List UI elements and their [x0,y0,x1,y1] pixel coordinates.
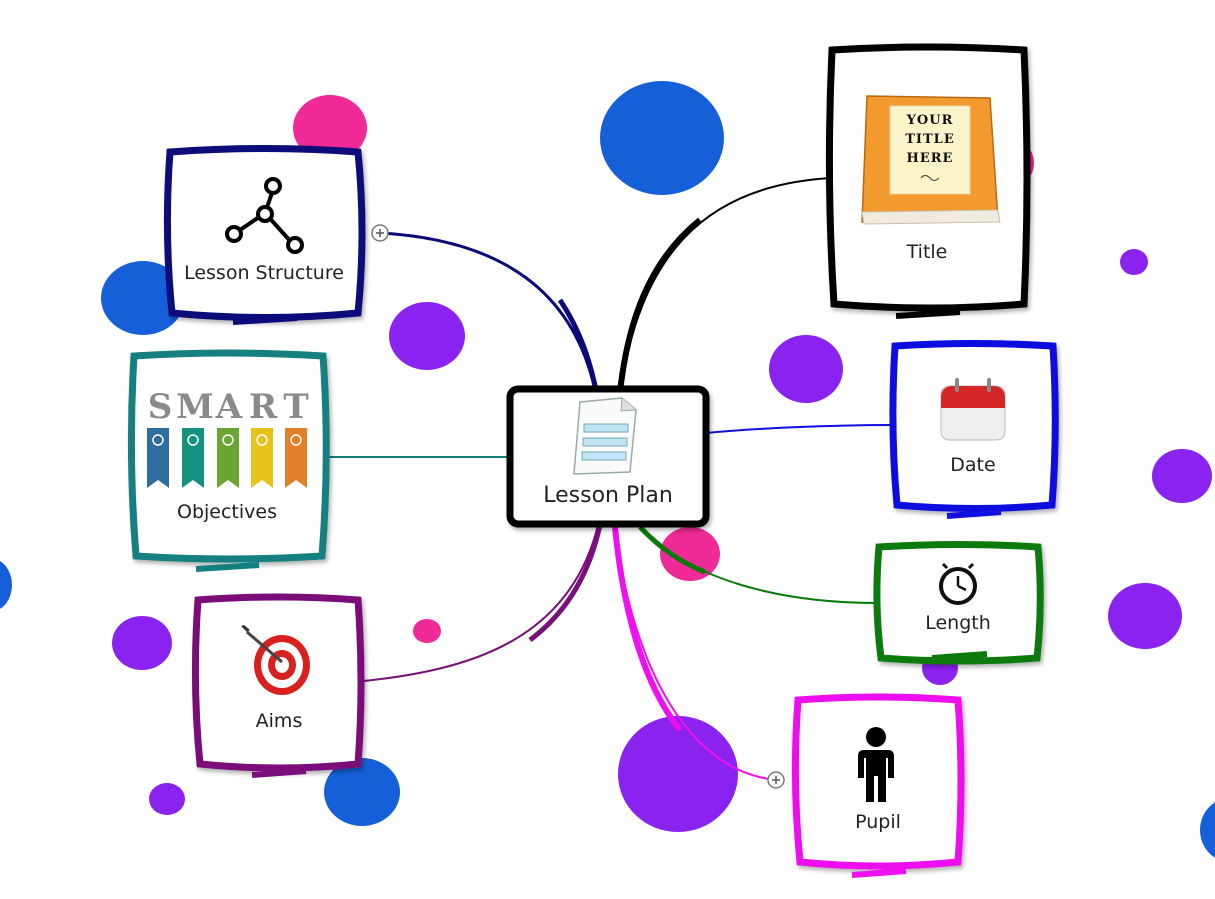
smart-letter: M [176,387,214,427]
bubble [293,95,367,161]
person-icon [858,727,894,802]
smart-letter: A [215,387,243,427]
topic-title[interactable]: YOUR TITLE HERE Title [825,43,1031,319]
bubble [101,261,185,335]
topic-aims[interactable]: Aims [191,593,365,778]
clock-icon [939,562,977,605]
topic-label: Lesson Structure [184,262,344,284]
bubble [1200,802,1215,858]
bubble [618,716,738,832]
connector-lesson-structure-thick [557,298,600,396]
connector-date [705,424,894,434]
central-topic[interactable]: Lesson Plan [506,385,710,528]
document-icon [573,397,637,475]
bubble [112,616,172,670]
book-cover-line: YOUR [906,113,954,128]
book-cover-line: TITLE [905,132,954,147]
dart-target-icon [241,625,310,695]
central-topic-label: Lesson Plan [543,483,673,508]
topic-lesson-structure[interactable]: Lesson Structure [163,145,366,325]
connector-pupil-thick [612,526,683,732]
topic-label: Title [906,241,948,263]
smart-letter: T [283,387,308,427]
book-cover-line: HERE [907,151,954,166]
topic-label: Date [950,454,995,476]
network-nodes-icon [225,177,304,254]
expand-toggle-lesson-structure[interactable] [371,224,389,242]
smart-letter: R [249,387,278,427]
smart-banner-icon: S M A R T [147,387,309,488]
bubble [324,758,400,826]
bubble [1108,583,1182,649]
calendar-icon [940,378,1006,441]
topic-label: Pupil [855,811,901,833]
topic-pupil[interactable]: Pupil [791,693,965,878]
connector-title-thick [617,217,702,393]
bubble [0,561,12,609]
bubble [389,302,465,370]
branch-connectors [325,177,894,781]
connector-aims [363,524,599,682]
expand-toggle-pupil[interactable] [767,771,785,789]
connector-aims-thick [528,524,603,642]
connector-length-thick [638,525,706,575]
topic-label: Length [925,612,991,634]
bubble [600,81,724,195]
topic-label: Aims [256,710,303,732]
bubble [769,335,843,403]
topic-length[interactable]: Length [873,541,1044,665]
topic-objectives[interactable]: S M A R T Objectives [127,349,330,572]
topic-label: Objectives [177,501,277,523]
bubble [1120,249,1148,275]
book-icon: YOUR TITLE HERE [861,95,1001,225]
bubble [1152,449,1212,503]
bubble [413,619,441,643]
background-bubbles [0,81,1215,858]
topic-date[interactable]: Date [889,340,1059,519]
bubble [660,527,720,581]
bubble [149,783,185,815]
smart-letter: S [148,387,173,427]
